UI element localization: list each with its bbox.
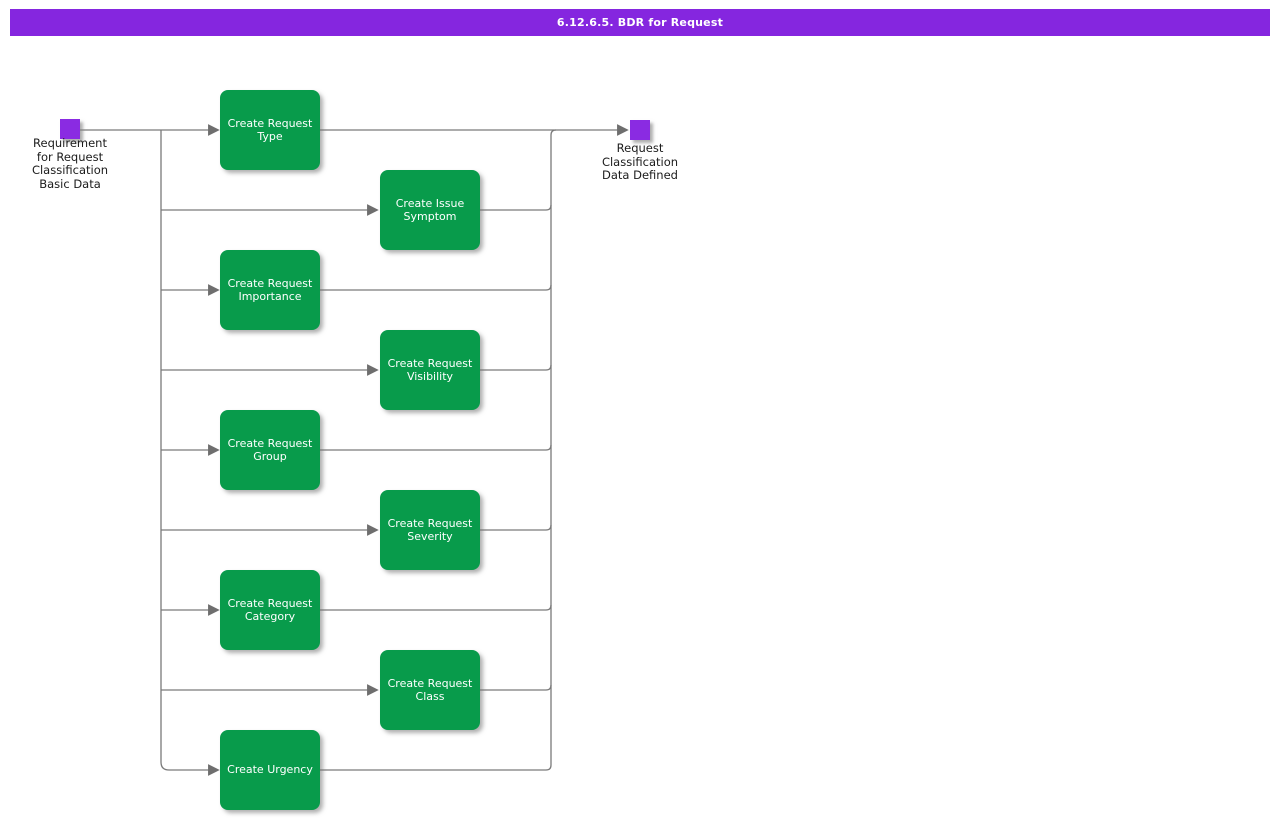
end-event-square[interactable] (630, 120, 650, 140)
fork-trunk-to-create-urgency (160, 130, 220, 776)
join-create-request-category (320, 604, 552, 611)
task-create-request-severity[interactable]: Create Request Severity (380, 490, 480, 570)
task-create-request-class[interactable]: Create Request Class (380, 650, 480, 730)
join-create-request-importance (320, 284, 552, 291)
join-create-issue-symptom (480, 204, 552, 211)
join-create-request-severity (480, 524, 552, 531)
task-create-issue-symptom[interactable]: Create Issue Symptom (380, 170, 480, 250)
task-create-request-importance[interactable]: Create Request Importance (220, 250, 320, 330)
task-create-request-type[interactable]: Create Request Type (220, 90, 320, 170)
start-event-label: Requirement for Request Classification B… (31, 136, 109, 191)
task-create-request-group[interactable]: Create Request Group (220, 410, 320, 490)
join-create-request-visibility (480, 364, 552, 371)
join-create-request-group (320, 444, 552, 451)
join-create-request-class (480, 684, 552, 691)
join-collector-vertical (550, 129, 557, 765)
task-create-request-category[interactable]: Create Request Category (220, 570, 320, 650)
task-create-request-visibility[interactable]: Create Request Visibility (380, 330, 480, 410)
end-event-label: Request Classification Data Defined (601, 141, 679, 182)
diagram-title-bar: 6.12.6.5. BDR for Request (10, 9, 1270, 36)
start-event-square[interactable] (60, 119, 80, 139)
task-create-urgency[interactable]: Create Urgency (220, 730, 320, 810)
join-create-urgency (320, 764, 552, 771)
